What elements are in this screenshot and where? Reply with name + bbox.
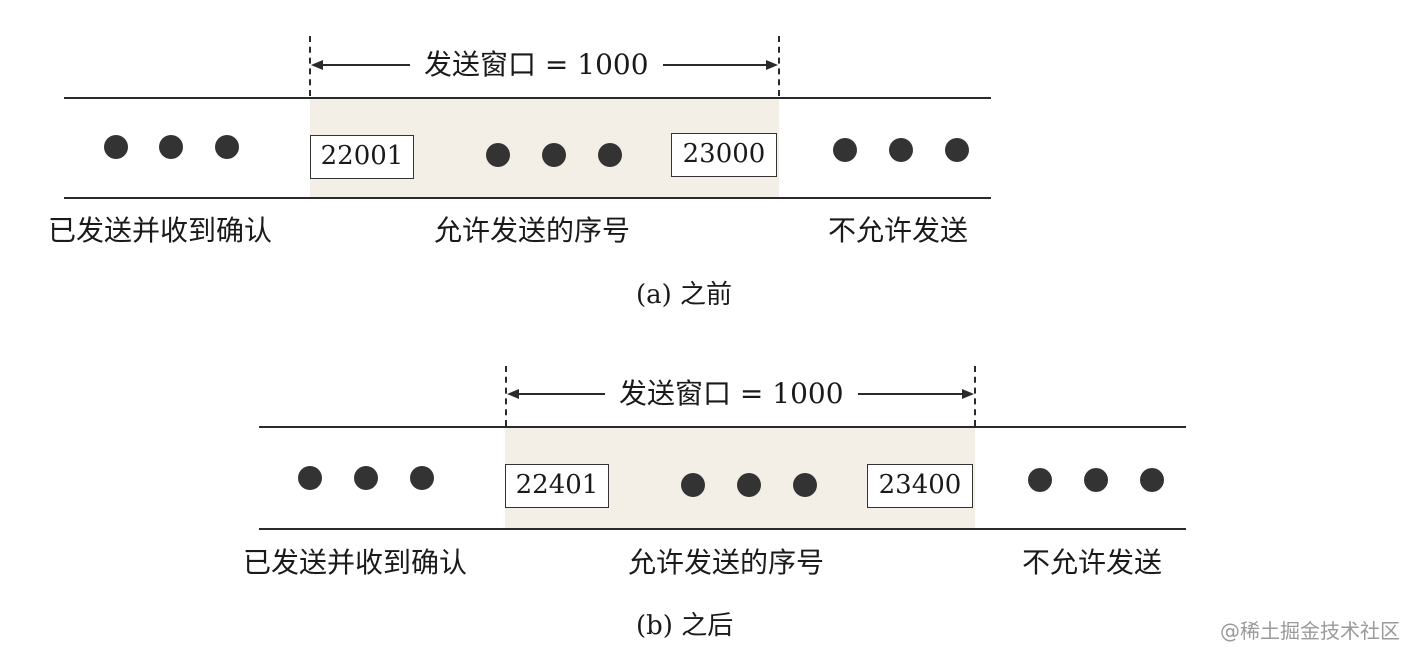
dot-icon	[354, 466, 378, 490]
dot-icon	[215, 135, 239, 159]
acked-label: 已发送并收到确认	[48, 214, 273, 247]
window-size-label: 发送窗口 = 1000	[410, 48, 663, 82]
bottom-rule	[259, 528, 1186, 530]
dot-icon	[681, 473, 705, 497]
top-rule	[259, 426, 1186, 428]
arrow-right-icon	[962, 389, 974, 399]
seq-end-box: 23400	[867, 464, 973, 508]
window-left-tick	[505, 366, 507, 426]
dot-icon	[104, 135, 128, 159]
dot-icon	[598, 143, 622, 167]
caption-after: (b) 之后	[636, 611, 734, 641]
caption-before: (a) 之前	[636, 280, 733, 310]
top-rule	[64, 97, 991, 99]
dot-icon	[1028, 468, 1052, 492]
not-allowed-label: 不允许发送	[828, 214, 969, 247]
arrow-left-icon	[507, 389, 519, 399]
window-left-tick	[309, 36, 311, 96]
seq-start-box: 22401	[505, 464, 609, 508]
acked-label: 已发送并收到确认	[243, 546, 468, 579]
window-size-label: 发送窗口 = 1000	[605, 377, 858, 411]
dot-icon	[889, 138, 913, 162]
dot-icon	[945, 138, 969, 162]
arrow-left-icon	[311, 60, 323, 70]
dot-icon	[159, 135, 183, 159]
dot-icon	[1084, 468, 1108, 492]
window-right-tick	[974, 366, 976, 426]
dot-icon	[298, 466, 322, 490]
dot-icon	[833, 138, 857, 162]
window-right-tick	[778, 36, 780, 96]
dot-icon	[486, 143, 510, 167]
not-allowed-label: 不允许发送	[1022, 546, 1163, 579]
diagram-before: 发送窗口 = 1000 22001 23000 已发送并收到确认 允许发送的序号…	[48, 36, 991, 310]
arrow-right-icon	[766, 60, 778, 70]
dot-icon	[1140, 468, 1164, 492]
watermark: @稀土掘金技术社区	[1220, 619, 1400, 643]
dot-icon	[410, 466, 434, 490]
seq-start-box: 22001	[310, 135, 414, 179]
allowed-label: 允许发送的序号	[434, 214, 631, 247]
allowed-label: 允许发送的序号	[628, 546, 825, 579]
dot-icon	[793, 473, 817, 497]
diagram-after: 发送窗口 = 1000 22401 23400 已发送并收到确认 允许发送的序号…	[243, 366, 1186, 641]
seq-end-box: 23000	[671, 133, 777, 177]
dot-icon	[542, 143, 566, 167]
bottom-rule	[64, 197, 991, 199]
dot-icon	[737, 473, 761, 497]
